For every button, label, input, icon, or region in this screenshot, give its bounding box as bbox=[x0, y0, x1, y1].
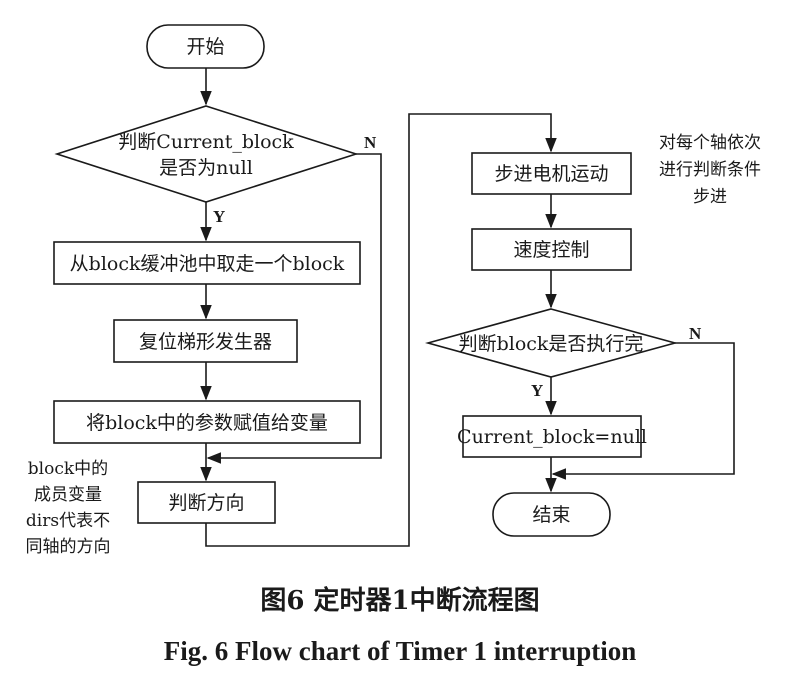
end-terminal bbox=[492, 492, 611, 537]
decision-current-block-line1: 判断Current_block bbox=[118, 131, 294, 153]
caption-english: Fig. 6 Flow chart of Timer 1 interruptio… bbox=[164, 636, 636, 666]
edge-label-y1: Y bbox=[213, 207, 225, 226]
arrow-n2-branch-to-end bbox=[551, 342, 735, 480]
end-label: 结束 bbox=[532, 504, 570, 526]
stepper-motion-box bbox=[471, 152, 632, 195]
decision-block-done-label: 判断block是否执行完 bbox=[459, 333, 644, 355]
decision-current-block bbox=[54, 105, 359, 203]
reset-trapezoid-label: 复位梯形发生器 bbox=[139, 331, 272, 353]
stepper-motion-label: 步进电机运动 bbox=[494, 163, 608, 185]
edge-label-n1: N bbox=[364, 133, 377, 152]
dirs-note-line4: 同轴的方向 bbox=[26, 537, 111, 557]
set-null-label: Current_block=null bbox=[457, 426, 647, 448]
arrow-n-branch-to-merge bbox=[206, 153, 382, 464]
dirs-note-line3: dirs代表不 bbox=[26, 511, 110, 531]
decision-current-block-line2: 是否为null bbox=[159, 157, 253, 179]
take-block-label: 从block缓冲池中取走一个block bbox=[70, 253, 345, 275]
axis-note-line3: 步进 bbox=[693, 187, 727, 207]
start-label: 开始 bbox=[186, 36, 224, 58]
dirs-note-line1: block中的 bbox=[28, 459, 108, 479]
dirs-note-line2: 成员变量 bbox=[34, 485, 102, 505]
speed-control-label: 速度控制 bbox=[513, 239, 589, 261]
assign-params-label: 将block中的参数赋值给变量 bbox=[86, 412, 328, 434]
caption-chinese: 图6 定时器1中断流程图 bbox=[260, 585, 539, 616]
assign-params-box bbox=[53, 400, 361, 444]
take-block-box bbox=[53, 241, 361, 285]
reset-trapezoid-box bbox=[113, 319, 298, 363]
edge-label-n2: N bbox=[689, 324, 702, 343]
arrow-direction-to-stepper bbox=[205, 113, 557, 547]
speed-control-box bbox=[471, 228, 632, 271]
set-null-box bbox=[462, 415, 642, 458]
edge-label-y2: Y bbox=[531, 381, 543, 400]
axis-note-line1: 对每个轴依次 bbox=[659, 133, 761, 153]
judge-direction-label: 判断方向 bbox=[168, 492, 244, 514]
axis-note-line2: 进行判断条件 bbox=[659, 160, 761, 180]
